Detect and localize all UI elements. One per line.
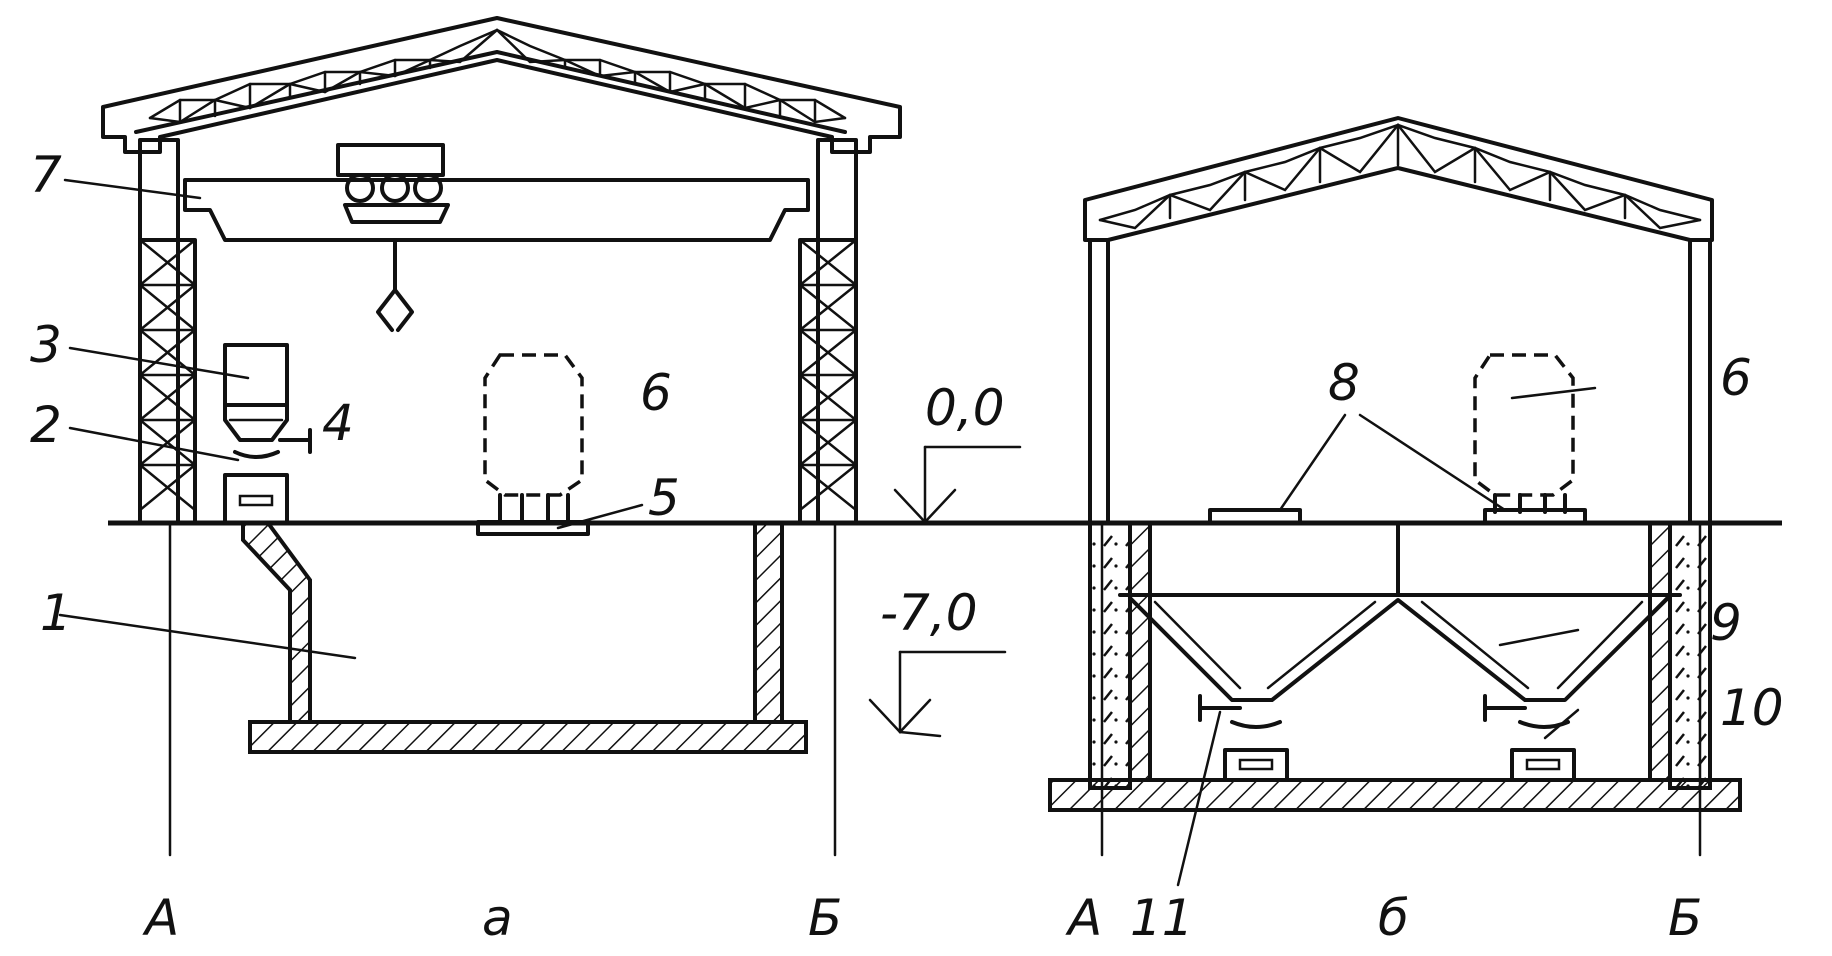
leader-7	[63, 178, 202, 200]
axis-label-b-left: А	[1065, 889, 1102, 947]
leader-8	[1278, 413, 1507, 512]
label-5: 5	[648, 469, 680, 527]
feeder-11-right	[1483, 694, 1576, 782]
pit-1	[241, 521, 808, 754]
roof-truss-a	[101, 16, 902, 154]
label-8: 8	[1328, 354, 1360, 412]
leader-1	[58, 613, 357, 660]
leader-6b	[1510, 386, 1597, 400]
column-right-a	[798, 138, 858, 525]
section-a	[58, 16, 1022, 857]
axis-label-b-right: Б	[1668, 889, 1702, 947]
label-7: 7	[30, 146, 62, 204]
vehicle-6-b	[1473, 353, 1587, 525]
caption-a: а	[482, 889, 513, 947]
feeder-11-left	[1198, 694, 1289, 782]
label-1: 1	[40, 584, 72, 642]
label-9: 9	[1710, 594, 1742, 652]
wall-right-b	[1668, 521, 1712, 790]
leader-2	[68, 426, 240, 462]
section-b	[1048, 116, 1742, 887]
label-6b: 6	[1720, 349, 1752, 407]
leader-9	[1498, 628, 1580, 647]
caption-b: б	[1378, 889, 1409, 947]
leader-10	[1543, 708, 1580, 740]
label-4: 4	[322, 394, 354, 452]
roof-truss-b	[1083, 116, 1714, 242]
foundation-slab-b	[1048, 778, 1742, 812]
leader-11	[1176, 710, 1222, 887]
column-left-a	[138, 138, 197, 525]
level-mark-top	[893, 445, 1022, 524]
storage-bunker-9	[1118, 521, 1682, 702]
label-10: 10	[1720, 679, 1784, 737]
axis-label-a-left: А	[142, 889, 179, 947]
leader-5	[556, 503, 644, 530]
label-11: 11	[1130, 889, 1194, 947]
level-bottom: -7,0	[880, 584, 978, 642]
bunker-3	[223, 343, 312, 525]
axis-label-a-right: Б	[808, 889, 842, 947]
wall-left-b	[1088, 521, 1132, 790]
bridge-crane	[183, 143, 810, 332]
level-top: 0,0	[925, 379, 1005, 437]
leader-3	[68, 346, 250, 380]
level-mark-bottom	[868, 650, 1007, 738]
label-2: 2	[30, 396, 62, 454]
receiving-hopper-8	[1208, 508, 1302, 525]
label-3: 3	[30, 316, 62, 374]
label-6a: 6	[640, 364, 672, 422]
vehicle-6-a	[476, 353, 590, 536]
